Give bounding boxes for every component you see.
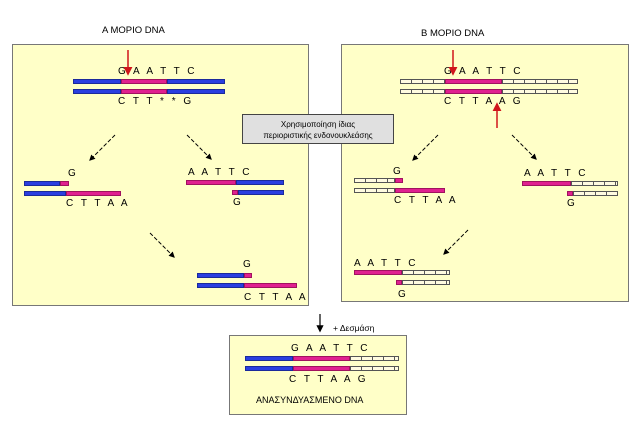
b-top-strand-site xyxy=(445,79,502,84)
a-left-frag-bottom-pink xyxy=(66,191,121,196)
a-lower-frag-top-blue xyxy=(197,273,244,278)
a-bottom-strand-site xyxy=(121,89,167,94)
a-bottom-site-label: C T T * * G xyxy=(118,96,194,107)
result-top-pink xyxy=(293,356,350,361)
a-right-g-label: G xyxy=(233,197,244,208)
b-lower-frag-bottom-pink xyxy=(396,280,402,285)
a-right-frag-top-pink xyxy=(186,180,236,185)
a-lower-frag-bottom-blue xyxy=(197,283,244,288)
a-top-site-label: G A A T T C xyxy=(118,66,198,77)
a-left-frag-top-blue xyxy=(24,181,60,186)
a-top-strand-site xyxy=(121,79,167,84)
result-bottom-blue xyxy=(245,366,293,371)
note-line-2: περιοριστικής ενδονουκλεάσης xyxy=(263,131,373,140)
b-lower-frag-bottom-hollow xyxy=(402,280,450,285)
b-lower-frag-top-hollow xyxy=(402,270,450,275)
b-bottom-strand-left xyxy=(400,89,445,94)
b-left-g-label: G xyxy=(393,166,404,177)
panel-recombinant-dna xyxy=(229,335,407,415)
b-lower-aattc-label: A A T T C xyxy=(354,258,419,269)
b-arrow-lower-icon xyxy=(443,229,469,255)
result-top-blue xyxy=(245,356,293,361)
a-bottom-strand-left xyxy=(73,89,121,94)
b-arrow-right-icon xyxy=(511,134,537,160)
panel-b-molecule xyxy=(341,44,629,302)
title-a-molecule: A ΜΟΡΙΟ DNA xyxy=(102,25,165,36)
panel-a-molecule xyxy=(12,44,309,306)
b-left-frag-top-hollow xyxy=(354,178,395,183)
b-top-site-label: G A A T T C xyxy=(444,66,524,77)
b-right-frag-bottom-pink xyxy=(567,191,573,196)
result-bottom-hollow xyxy=(350,366,399,371)
result-top-site-label: G A A T T C xyxy=(291,343,371,354)
a-right-frag-top-blue xyxy=(236,180,284,185)
b-bottom-strand-right xyxy=(502,89,578,94)
b-left-frag-bottom-hollow xyxy=(354,188,395,193)
b-bottom-site-label: C T T A A G xyxy=(444,96,524,107)
a-lower-frag-bottom-pink xyxy=(244,283,297,288)
b-right-frag-bottom-hollow xyxy=(573,191,618,196)
b-lower-frag-top-pink xyxy=(354,270,402,275)
a-right-frag-bottom-pink xyxy=(232,190,238,195)
b-top-strand-left xyxy=(400,79,445,84)
a-arrow-right-icon xyxy=(186,134,212,160)
a-top-strand-left xyxy=(73,79,121,84)
a-right-frag-bottom-blue xyxy=(238,190,284,195)
b-lower-g-label: G xyxy=(398,289,409,300)
a-arrow-lower-icon xyxy=(149,232,175,258)
b-bottom-strand-site xyxy=(445,89,502,94)
a-lower-g-label: G xyxy=(243,259,254,270)
b-right-frag-top-hollow xyxy=(571,181,618,186)
a-lower-cttaa-label: C T T A A xyxy=(244,292,309,303)
result-bottom-site-label: C T T A A G xyxy=(289,374,369,385)
ligase-label: + Δεσμάση xyxy=(333,323,375,333)
b-right-g-label: G xyxy=(567,198,578,209)
a-left-cttaa-label: C T T A A xyxy=(66,198,131,209)
a-lower-frag-top-pink xyxy=(244,273,252,278)
result-bottom-pink xyxy=(293,366,350,371)
b-top-strand-right xyxy=(502,79,578,84)
b-left-frag-top-pink xyxy=(395,178,403,183)
a-left-frag-bottom-blue xyxy=(24,191,66,196)
restriction-enzyme-note: Χρησιμοποίηση ίδιας περιοριστικής ενδονο… xyxy=(242,114,394,144)
b-left-frag-bottom-pink xyxy=(395,188,445,193)
result-label: ΑΝΑΣΥΝΔΥΑΣΜΕΝΟ DNA xyxy=(256,395,364,405)
b-left-cttaa-label: C T T A A xyxy=(394,195,459,206)
a-right-aattc-label: A A T T C xyxy=(188,167,253,178)
a-arrow-left-icon xyxy=(89,134,116,161)
a-top-strand-right xyxy=(167,79,225,84)
a-left-frag-top-pink xyxy=(60,181,69,186)
title-b-molecule: B ΜΟΡΙΟ DNA xyxy=(421,28,485,39)
note-line-1: Χρησιμοποίηση ίδιας xyxy=(280,120,356,129)
a-left-g-label: G xyxy=(68,168,79,179)
b-right-frag-top-pink xyxy=(522,181,571,186)
b-arrow-left-icon xyxy=(412,134,439,161)
a-bottom-strand-right xyxy=(167,89,225,94)
result-top-hollow xyxy=(350,356,399,361)
b-right-aattc-label: A A T T C xyxy=(524,168,589,179)
